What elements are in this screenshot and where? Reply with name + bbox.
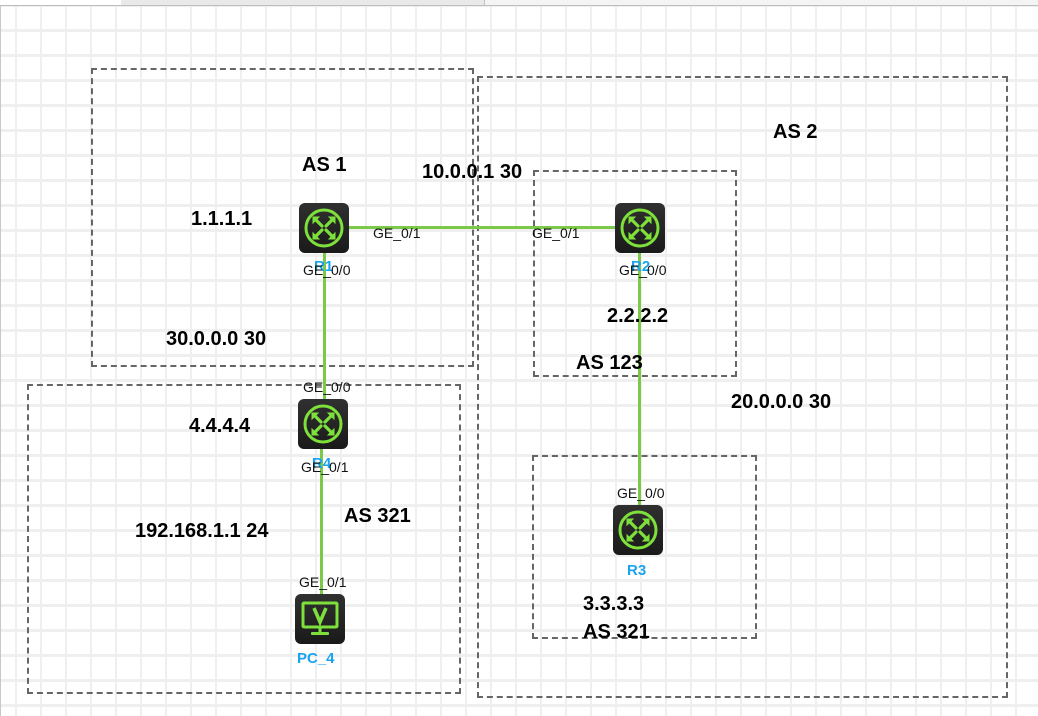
as321-right-area[interactable] xyxy=(532,455,757,639)
pc-monitor-icon xyxy=(301,601,339,635)
tab-3[interactable] xyxy=(242,0,364,5)
router-icon xyxy=(620,208,660,248)
device-label-pc4: PC_4 xyxy=(297,650,335,667)
router-r4[interactable] xyxy=(298,399,348,449)
router-r3[interactable] xyxy=(613,505,663,555)
link-r4-pc4[interactable] xyxy=(320,449,323,595)
port-label-r2-ge00: GE_0/0 xyxy=(619,262,667,278)
topology-canvas[interactable]: R1 GE_0/1 GE_0/0 R2 GE_0/1 GE_0/0 xyxy=(0,6,1038,716)
note-r1-r4-network: 30.0.0.0 30 xyxy=(166,328,267,350)
router-icon xyxy=(303,404,343,444)
router-r1[interactable] xyxy=(299,203,349,253)
router-icon xyxy=(304,208,344,248)
link-r1-r4[interactable] xyxy=(323,253,326,399)
port-label-r1-ge00: GE_0/0 xyxy=(303,262,351,278)
port-label-r4-ge01: GE_0/1 xyxy=(301,459,349,475)
note-r2-loopback: 2.2.2.2 xyxy=(607,305,669,327)
router-r2[interactable] xyxy=(615,203,665,253)
device-label-r4: R4 xyxy=(312,455,332,472)
pc-pc4[interactable] xyxy=(295,594,345,644)
note-r1-r2-network: 10.0.0.1 30 xyxy=(422,161,523,183)
tab-2[interactable] xyxy=(121,0,243,5)
note-r2-r3-network: 20.0.0.0 30 xyxy=(731,391,832,413)
as2-area[interactable] xyxy=(477,76,1008,698)
as1-area[interactable] xyxy=(91,68,474,367)
tab-strip xyxy=(0,0,1038,6)
as123-area[interactable] xyxy=(533,170,737,377)
note-r3-loopback: 3.3.3.3 xyxy=(583,593,645,615)
note-as321-left: AS 321 xyxy=(344,505,411,527)
note-lan-network: 192.168.1.1 24 xyxy=(135,520,269,542)
router-icon xyxy=(618,510,658,550)
port-label-r1-ge01: GE_0/1 xyxy=(373,225,421,241)
as321-left-area[interactable] xyxy=(27,384,461,694)
device-label-r1: R1 xyxy=(314,258,334,275)
device-label-r2: R2 xyxy=(631,258,651,275)
link-r1-r2[interactable] xyxy=(349,226,615,229)
link-r2-r3[interactable] xyxy=(638,253,641,506)
tab-1[interactable] xyxy=(0,0,122,5)
note-as321-right: AS 321 xyxy=(583,621,650,643)
note-r1-loopback: 1.1.1.1 xyxy=(191,208,253,230)
tab-4[interactable] xyxy=(363,0,485,5)
note-as1: AS 1 xyxy=(302,154,347,176)
note-r4-loopback: 4.4.4.4 xyxy=(189,415,251,437)
port-label-r2-ge01: GE_0/1 xyxy=(532,225,580,241)
port-label-pc4-ge01: GE_0/1 xyxy=(299,574,347,590)
note-as2: AS 2 xyxy=(773,121,818,143)
port-label-r3-ge00: GE_0/0 xyxy=(617,485,665,501)
note-as123: AS 123 xyxy=(576,352,643,374)
device-label-r3: R3 xyxy=(627,562,647,579)
port-label-r4-ge00: GE_0/0 xyxy=(303,379,351,395)
